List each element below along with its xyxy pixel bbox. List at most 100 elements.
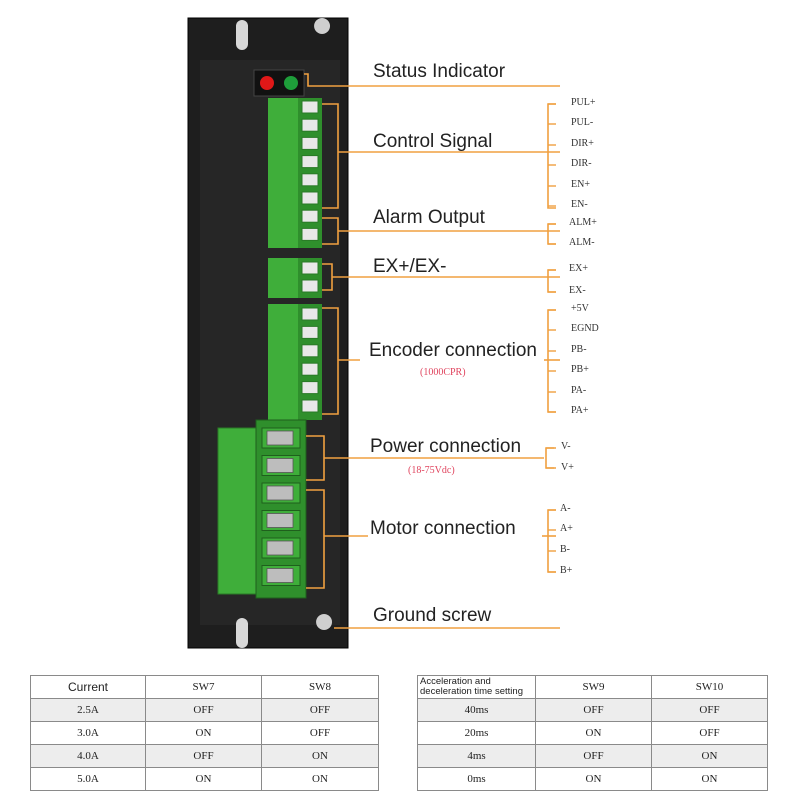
terminal-pin: [301, 381, 319, 395]
ex-terminal-pins: [301, 261, 319, 293]
current-setting-table: Current SW7 SW8 2.5A OFF OFF 3.0A ON OFF…: [30, 675, 379, 791]
encoder-terminal-pins: [301, 307, 319, 413]
table-cell: 4ms: [417, 744, 536, 768]
green-led-icon: [284, 76, 298, 90]
control-terminal-pins: [301, 100, 319, 241]
power-plug-body: [217, 427, 261, 595]
table-cell: 5.0A: [30, 767, 146, 791]
table-cell: ON: [145, 721, 262, 745]
ex-label: EX+/EX-: [373, 256, 447, 277]
status-indicator-label: Status Indicator: [373, 61, 506, 82]
table-cell: OFF: [145, 744, 262, 768]
table-cell: 0ms: [417, 767, 536, 791]
terminal-pin: [301, 100, 319, 114]
terminal-pin: [301, 325, 319, 339]
table-cell: ON: [651, 744, 768, 768]
ground-screw-icon: [316, 614, 333, 630]
table-cell: OFF: [651, 698, 768, 722]
pin-label: EX+: [569, 263, 588, 274]
table-cell: 3.0A: [30, 721, 146, 745]
table-cell: ON: [261, 767, 379, 791]
power-motor-terminal-pins: [261, 427, 301, 586]
pin-label: EN+: [571, 179, 590, 190]
pin-leader-ticks: [546, 103, 556, 573]
table-cell: ON: [261, 744, 379, 768]
pin-label: V+: [561, 462, 574, 473]
table-row: 20ms ON OFF: [417, 721, 768, 745]
table-cell: OFF: [535, 698, 652, 722]
terminal-screw: [266, 458, 294, 473]
pin-label: ALM+: [569, 217, 597, 228]
terminal-screw: [266, 540, 294, 556]
terminal-pin: [301, 362, 319, 376]
terminal-screw: [266, 513, 294, 528]
motor-connection-label: Motor connection: [370, 518, 516, 539]
terminal-pin: [301, 136, 319, 150]
terminal-pin: [301, 173, 319, 187]
table-cell: ON: [535, 767, 652, 791]
pin-label: DIR+: [571, 138, 594, 149]
terminal-pin: [301, 261, 319, 275]
table-cell: ON: [535, 721, 652, 745]
pin-label: V-: [561, 441, 571, 452]
pin-label: A-: [560, 503, 571, 514]
terminal-pin: [301, 155, 319, 169]
table-row: 4.0A OFF ON: [30, 744, 379, 768]
power-note: (18-75Vdc): [408, 465, 455, 476]
terminal-pin: [301, 399, 319, 413]
table-row: 5.0A ON ON: [30, 767, 379, 791]
table-cell: OFF: [261, 721, 379, 745]
table-header-cell: SW7: [145, 675, 262, 699]
pin-label: PA-: [571, 385, 587, 396]
accel-setting-table: Acceleration and deceleration time setti…: [417, 675, 768, 791]
terminal-pin: [301, 344, 319, 358]
pin-label: PUL+: [571, 97, 596, 108]
table-cell: 2.5A: [30, 698, 146, 722]
table-row: 4ms OFF ON: [417, 744, 768, 768]
table-cell: OFF: [535, 744, 652, 768]
table-cell: 20ms: [417, 721, 536, 745]
table-row: 40ms OFF OFF: [417, 698, 768, 722]
table-cell: OFF: [651, 721, 768, 745]
table-cell: ON: [145, 767, 262, 791]
table-cell: OFF: [261, 698, 379, 722]
control-signal-label: Control Signal: [373, 131, 493, 152]
pin-label: PB+: [571, 364, 589, 375]
table-cell: OFF: [145, 698, 262, 722]
pin-label: PB-: [571, 344, 587, 355]
table-header-cell: SW9: [535, 675, 652, 699]
terminal-pin: [301, 227, 319, 241]
encoder-connection-label: Encoder connection: [369, 340, 537, 361]
power-connection-label: Power connection: [370, 436, 522, 457]
table-row: 0ms ON ON: [417, 767, 768, 791]
table-cell: ON: [651, 767, 768, 791]
pin-label: EX-: [569, 285, 586, 296]
terminal-pin: [301, 191, 319, 205]
pin-label: B-: [560, 544, 570, 555]
pin-label: B+: [560, 565, 573, 576]
ground-screw-label: Ground screw: [373, 605, 492, 626]
red-led-icon: [260, 76, 274, 90]
terminal-screw: [266, 568, 294, 583]
pin-label: EGND: [571, 323, 599, 334]
table-header-cell: Acceleration and deceleration time setti…: [417, 675, 536, 699]
table-header-cell: SW10: [651, 675, 768, 699]
table-header-row: Current SW7 SW8: [30, 675, 379, 699]
pin-label: ALM-: [569, 237, 595, 248]
table-header-cell: Current: [30, 675, 146, 699]
pin-label: EN-: [571, 199, 588, 210]
terminal-pin: [301, 279, 319, 293]
pin-label: +5V: [571, 303, 589, 314]
table-row: 3.0A ON OFF: [30, 721, 379, 745]
table-cell: 4.0A: [30, 744, 146, 768]
mount-slot-bottom-left: [236, 618, 248, 648]
mount-slot-top-left: [236, 20, 248, 50]
pin-label: PUL-: [571, 117, 594, 128]
pin-label: DIR-: [571, 158, 592, 169]
table-row: 2.5A OFF OFF: [30, 698, 379, 722]
pin-label: A+: [560, 523, 573, 534]
encoder-note: (1000CPR): [420, 367, 466, 378]
terminal-pin: [301, 118, 319, 132]
mount-notch-top-right: [314, 18, 331, 34]
table-header-cell: SW8: [261, 675, 379, 699]
